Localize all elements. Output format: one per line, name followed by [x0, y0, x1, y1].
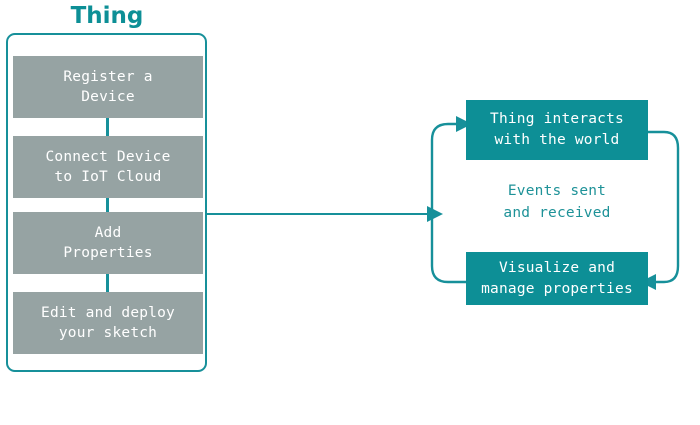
main-flow-arrow-icon [207, 206, 443, 222]
page-title: Thing [70, 3, 144, 29]
step-connector-2 [106, 198, 109, 212]
step-connector-1 [106, 118, 109, 136]
step-connector-3 [106, 274, 109, 292]
